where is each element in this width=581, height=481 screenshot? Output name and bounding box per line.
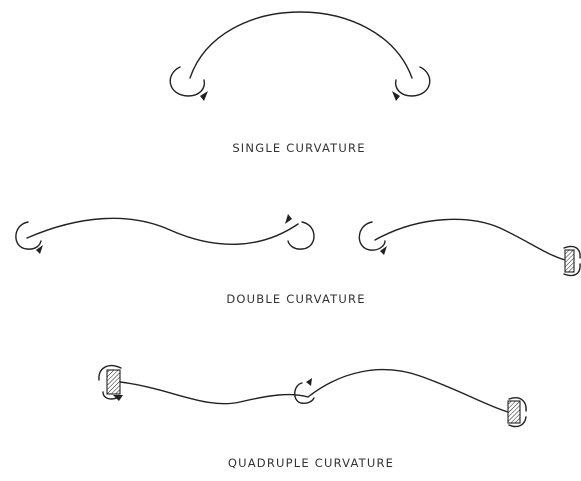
double-curvature-figure-left	[15, 214, 315, 254]
moment-arrow-icon	[169, 66, 208, 101]
quadruple-curvature-caption: QUADRUPLE CURVATURE	[228, 456, 394, 470]
single-curvature-beam	[189, 11, 413, 79]
quadruple-curvature-figure: QUADRUPLE CURVATURE	[98, 364, 527, 470]
moment-arrow-icon	[15, 221, 43, 254]
fixed-support-icon	[507, 397, 527, 428]
double-curvature-beam-left	[26, 217, 299, 245]
fixed-support-icon	[563, 245, 581, 277]
double-curvature-beam-right	[374, 218, 566, 261]
single-curvature-figure: SINGLE CURVATURE	[169, 11, 431, 155]
fixed-support-icon	[98, 364, 123, 401]
double-curvature-figure-right	[358, 218, 581, 277]
moment-arrow-icon	[294, 378, 315, 404]
quadruple-curvature-beam	[119, 368, 509, 413]
moment-arrow-icon	[285, 214, 315, 250]
double-curvature-caption: DOUBLE CURVATURE	[226, 292, 365, 306]
moment-arrow-icon	[358, 221, 387, 255]
single-curvature-caption: SINGLE CURVATURE	[232, 141, 365, 155]
moment-arrow-icon	[392, 66, 431, 101]
